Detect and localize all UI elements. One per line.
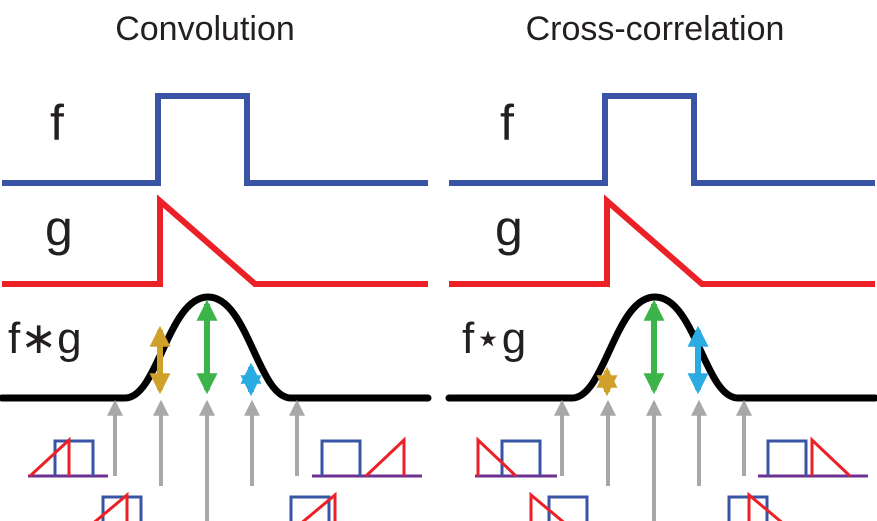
f-label-right: f (500, 95, 514, 151)
thumb-g-shifted (747, 491, 783, 521)
g-signal-left (2, 194, 428, 287)
thumb-f-pulse (320, 439, 362, 476)
thumbnail-left-2-partial (93, 491, 143, 521)
thumb-g-shifted (810, 436, 852, 478)
thumb-g-shifted (476, 436, 518, 478)
g-label-left: g (45, 200, 73, 256)
thumbnail-right-1 (475, 436, 557, 478)
thumb-f-pulse (547, 495, 589, 521)
result-label-left: f∗g (8, 314, 82, 363)
thumb-g-shifted (529, 491, 565, 521)
g-signal-right (449, 194, 875, 287)
g-label-right: g (495, 200, 523, 256)
thumb-f-pulse (500, 439, 542, 476)
f-label-left: f (50, 95, 64, 151)
cross-correlation-panel: Cross-correlation f g f⋆g (445, 10, 877, 521)
result-curve-right (445, 293, 877, 402)
thumbnail-right-5 (758, 436, 868, 478)
thumb-f-pulse (766, 439, 808, 476)
convolution-title: Convolution (115, 10, 295, 48)
cross-correlation-title: Cross-correlation (526, 10, 785, 48)
thumbnail-left-1 (28, 436, 108, 478)
result-curve-left (0, 293, 432, 402)
thumbnail-left-5 (312, 436, 422, 478)
thumb-g-flipped (364, 436, 406, 478)
thumbnail-left-4-partial (289, 491, 337, 521)
f-signal-left (2, 93, 428, 186)
thumb-g-flipped (301, 491, 337, 521)
convolution-panel: Convolution f g f∗g (0, 10, 432, 521)
thumb-g-flipped (93, 491, 129, 521)
thumb-f-pulse (53, 439, 95, 476)
thumb-g-flipped (28, 436, 71, 478)
thumbnail-right-4-partial (727, 491, 783, 521)
f-signal-right (449, 93, 875, 186)
thumb-f-pulse (289, 495, 331, 521)
thumbnail-right-2-partial (529, 491, 589, 521)
result-label-right: f⋆g (462, 314, 526, 363)
